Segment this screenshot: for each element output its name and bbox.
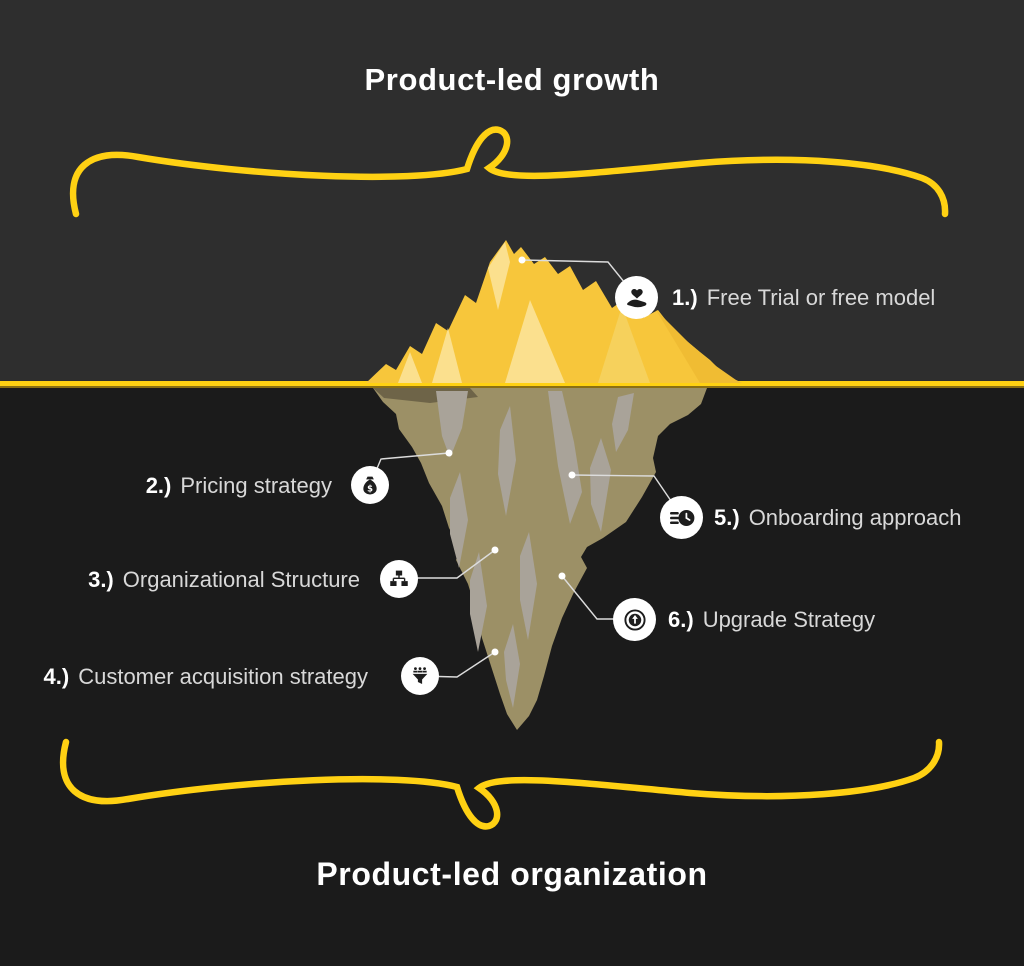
callout-label: Free Trial or free model [706, 285, 936, 310]
svg-text:$: $ [367, 483, 373, 493]
title-above-water: Product-led growth [364, 62, 660, 97]
bottom-brace [59, 738, 943, 830]
callout-onboarding: 5.) Onboarding approach [714, 504, 962, 531]
org-chart-icon [380, 560, 418, 598]
hand-holding-heart-icon [615, 276, 658, 319]
callout-label: Customer acquisition strategy [78, 664, 368, 689]
waterline [0, 381, 1024, 386]
connector-dots [445, 256, 576, 656]
iceberg-underwater [373, 388, 707, 730]
callout-label: Pricing strategy [180, 473, 332, 498]
title-below-water: Product-led organization [316, 856, 708, 892]
callout-number: 1.) [672, 285, 698, 310]
callout-org-structure: 3.) Organizational Structure [88, 566, 360, 593]
iceberg-tip [366, 240, 742, 383]
callout-label: Onboarding approach [748, 505, 962, 530]
underwater-streaks [436, 391, 634, 708]
callout-acquisition: 4.) Customer acquisition strategy [44, 663, 368, 690]
list-clock-icon [660, 496, 703, 539]
callout-number: 6.) [668, 607, 694, 632]
top-brace [69, 126, 949, 218]
money-bag-icon: $ [351, 466, 389, 504]
callout-number: 3.) [88, 567, 114, 592]
callout-number: 2.) [145, 473, 172, 498]
upgrade-arrow-icon [613, 598, 656, 641]
callout-upgrade: 6.) Upgrade Strategy [668, 606, 875, 633]
callout-number: 5.) [714, 505, 740, 530]
callout-pricing: 2.) Pricing strategy [146, 472, 332, 499]
waterline-shadow [0, 386, 1024, 388]
callout-free-trial: 1.) Free Trial or free model [672, 284, 935, 311]
funnel-users-icon [401, 657, 439, 695]
callout-label: Upgrade Strategy [702, 607, 876, 632]
callout-label: Organizational Structure [122, 567, 360, 592]
callout-number: 4.) [43, 664, 70, 689]
